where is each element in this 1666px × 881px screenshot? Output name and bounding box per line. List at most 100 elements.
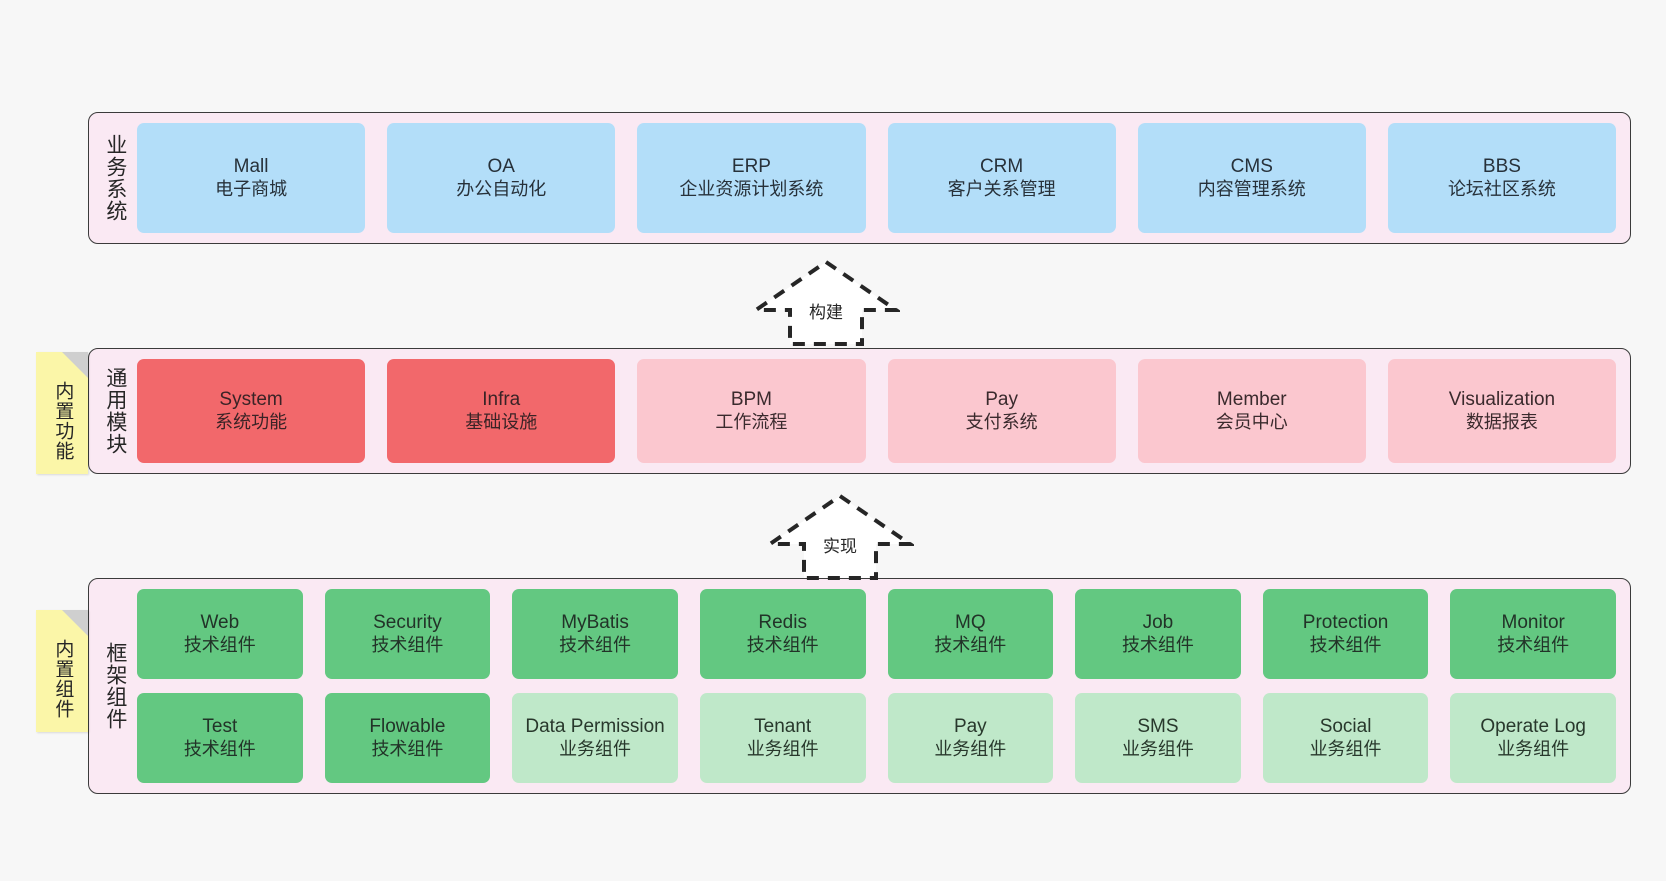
card-flowable[interactable]: Flowable 技术组件 bbox=[324, 693, 491, 783]
card-tenant[interactable]: Tenant 业务组件 bbox=[699, 693, 866, 783]
card-mybatis[interactable]: MyBatis 技术组件 bbox=[512, 589, 678, 679]
card-title-zh: 电子商城 bbox=[215, 178, 288, 199]
card-title-en: Social bbox=[1319, 716, 1372, 738]
card-cms[interactable]: CMS 内容管理系统 bbox=[1137, 123, 1366, 233]
card-title-zh: 技术组件 bbox=[183, 634, 256, 655]
card-title-en: CMS bbox=[1230, 156, 1273, 178]
card-title-en: MQ bbox=[955, 612, 986, 634]
card-title-zh: 业务组件 bbox=[1121, 738, 1194, 759]
connector-implement: 实现 bbox=[763, 492, 917, 582]
note-builtin-component: 内置组件 bbox=[36, 610, 88, 732]
card-title-zh: 技术组件 bbox=[746, 634, 819, 655]
card-title-zh: 客户关系管理 bbox=[947, 178, 1056, 199]
card-social[interactable]: Social 业务组件 bbox=[1262, 693, 1429, 783]
card-title-zh: 基础设施 bbox=[465, 411, 538, 432]
card-protection[interactable]: Protection 技术组件 bbox=[1262, 589, 1429, 679]
card-title-en: ERP bbox=[731, 156, 771, 178]
card-title-en: Protection bbox=[1302, 612, 1389, 634]
card-redis[interactable]: Redis 技术组件 bbox=[699, 589, 866, 679]
connector-implement-label: 实现 bbox=[823, 537, 857, 556]
card-security[interactable]: Security 技术组件 bbox=[324, 589, 491, 679]
layer-title-common-module: 通用模块 bbox=[103, 367, 127, 455]
card-title-zh: 技术组件 bbox=[371, 634, 444, 655]
card-title-zh: 业务组件 bbox=[1497, 738, 1570, 759]
card-row: Web 技术组件 Security 技术组件 MyBatis 技术组件 Redi… bbox=[137, 589, 1616, 679]
card-title-zh: 技术组件 bbox=[1309, 634, 1382, 655]
card-monitor[interactable]: Monitor 技术组件 bbox=[1450, 589, 1616, 679]
card-row: System 系统功能 Infra 基础设施 BPM 工作流程 Pay 支付系统… bbox=[137, 359, 1617, 463]
note-builtin-function: 内置功能 bbox=[36, 352, 88, 474]
card-test[interactable]: Test 技术组件 bbox=[137, 693, 303, 783]
card-title-en: SMS bbox=[1137, 716, 1179, 738]
card-title-en: MyBatis bbox=[561, 612, 629, 634]
card-mall[interactable]: Mall 电子商城 bbox=[137, 123, 366, 233]
card-title-zh: 技术组件 bbox=[183, 738, 256, 759]
card-title-en: BBS bbox=[1482, 156, 1521, 178]
card-title-zh: 业务组件 bbox=[1309, 738, 1382, 759]
card-title-en: CRM bbox=[979, 156, 1024, 178]
layer-title-business-system: 业务系统 bbox=[103, 134, 127, 222]
card-mq[interactable]: MQ 技术组件 bbox=[887, 589, 1054, 679]
card-title-zh: 技术组件 bbox=[559, 634, 632, 655]
card-title-en: Pay bbox=[953, 716, 987, 738]
card-member[interactable]: Member 会员中心 bbox=[1137, 359, 1366, 463]
card-title-zh: 技术组件 bbox=[1121, 634, 1194, 655]
card-sms[interactable]: SMS 业务组件 bbox=[1075, 693, 1241, 783]
note-label: 内置组件 bbox=[52, 639, 74, 719]
card-title-zh: 技术组件 bbox=[1497, 634, 1570, 655]
card-title-en: System bbox=[219, 389, 283, 411]
card-title-zh: 论坛社区系统 bbox=[1447, 178, 1556, 199]
card-data-permission[interactable]: Data Permission 业务组件 bbox=[512, 693, 678, 783]
card-title-zh: 支付系统 bbox=[965, 411, 1038, 432]
card-title-zh: 业务组件 bbox=[934, 738, 1007, 759]
card-oa[interactable]: OA 办公自动化 bbox=[387, 123, 616, 233]
card-title-zh: 办公自动化 bbox=[456, 178, 547, 199]
connector-build-arrow-icon bbox=[749, 259, 903, 346]
layer-body-common-module: System 系统功能 Infra 基础设施 BPM 工作流程 Pay 支付系统… bbox=[137, 359, 1620, 463]
card-crm[interactable]: CRM 客户关系管理 bbox=[887, 123, 1116, 233]
card-title-en: Infra bbox=[482, 389, 521, 411]
card-visualization[interactable]: Visualization 数据报表 bbox=[1387, 359, 1617, 463]
card-title-en: Tenant bbox=[754, 716, 812, 738]
card-title-en: Redis bbox=[758, 612, 807, 634]
connector-build: 构建 bbox=[749, 258, 903, 348]
card-bpm[interactable]: BPM 工作流程 bbox=[637, 359, 866, 463]
layer-body-framework-component: Web 技术组件 Security 技术组件 MyBatis 技术组件 Redi… bbox=[137, 589, 1620, 783]
card-title-zh: 工作流程 bbox=[715, 411, 788, 432]
card-bbs[interactable]: BBS 论坛社区系统 bbox=[1387, 123, 1617, 233]
card-title-en: Member bbox=[1216, 389, 1287, 411]
card-infra[interactable]: Infra 基础设施 bbox=[387, 359, 616, 463]
card-title-en: Job bbox=[1142, 612, 1174, 634]
card-title-en: Visualization bbox=[1448, 389, 1556, 411]
card-title-en: Operate Log bbox=[1480, 716, 1586, 738]
card-pay-component[interactable]: Pay 业务组件 bbox=[887, 693, 1054, 783]
card-title-zh: 技术组件 bbox=[934, 634, 1007, 655]
card-title-en: Mall bbox=[233, 156, 269, 178]
card-web[interactable]: Web 技术组件 bbox=[137, 589, 303, 679]
card-title-en: Pay bbox=[985, 389, 1018, 411]
card-system[interactable]: System 系统功能 bbox=[137, 359, 366, 463]
card-erp[interactable]: ERP 企业资源计划系统 bbox=[637, 123, 866, 233]
card-title-zh: 企业资源计划系统 bbox=[679, 178, 824, 199]
layer-title-framework-component: 框架组件 bbox=[103, 642, 127, 730]
folded-corner-icon bbox=[62, 610, 88, 636]
card-title-zh: 业务组件 bbox=[746, 738, 819, 759]
card-title-zh: 系统功能 bbox=[215, 411, 288, 432]
card-operate-log[interactable]: Operate Log 业务组件 bbox=[1450, 693, 1616, 783]
card-title-en: Web bbox=[200, 612, 240, 634]
layer-common-module: 通用模块 System 系统功能 Infra 基础设施 BPM 工作流程 Pay… bbox=[88, 348, 1631, 474]
card-title-en: BPM bbox=[730, 389, 773, 411]
layer-body-business-system: Mall 电子商城 OA 办公自动化 ERP 企业资源计划系统 CRM 客户关系… bbox=[137, 123, 1620, 233]
card-title-en: Data Permission bbox=[525, 716, 665, 738]
card-title-zh: 数据报表 bbox=[1465, 411, 1538, 432]
layer-framework-component: 框架组件 Web 技术组件 Security 技术组件 MyBatis 技术组件… bbox=[88, 578, 1631, 794]
connector-build-label: 构建 bbox=[809, 303, 843, 322]
card-pay-module[interactable]: Pay 支付系统 bbox=[887, 359, 1116, 463]
card-row: Mall 电子商城 OA 办公自动化 ERP 企业资源计划系统 CRM 客户关系… bbox=[137, 123, 1617, 233]
layer-business-system: 业务系统 Mall 电子商城 OA 办公自动化 ERP 企业资源计划系统 CRM… bbox=[88, 112, 1631, 244]
note-label: 内置功能 bbox=[52, 381, 74, 461]
card-row: Test 技术组件 Flowable 技术组件 Data Permission … bbox=[137, 693, 1616, 783]
card-job[interactable]: Job 技术组件 bbox=[1075, 589, 1241, 679]
card-title-zh: 会员中心 bbox=[1215, 411, 1288, 432]
